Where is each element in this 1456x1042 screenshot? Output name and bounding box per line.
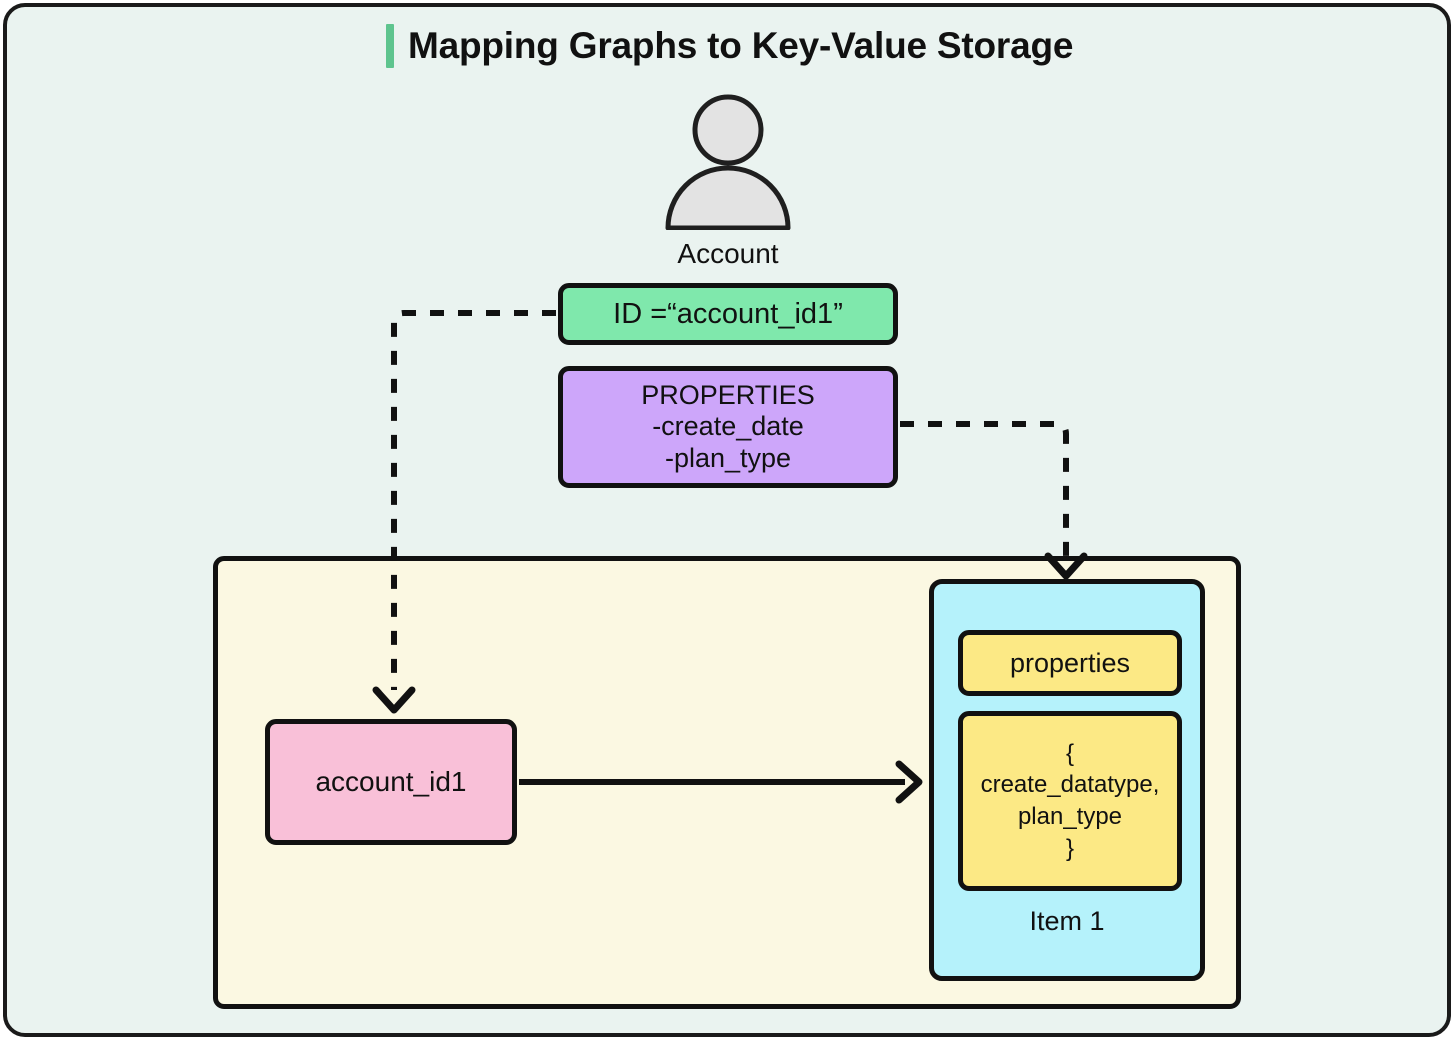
item-value-line-2: plan_type [1017, 803, 1123, 830]
item-label: Item 1 [1029, 906, 1105, 936]
node-id-text: ID =“account_id1” [613, 297, 843, 330]
item-attribute-name-box: properties [958, 630, 1182, 696]
item-attribute-value-box: { create_datatype, plan_type } [958, 711, 1182, 891]
properties-heading: PROPERTIES [641, 379, 815, 410]
item-value-line-0: { [1065, 739, 1074, 767]
properties-item-1: -plan_type [664, 442, 792, 473]
store-key-text: account_id1 [315, 766, 467, 798]
person-icon [660, 92, 796, 230]
properties-item-0: -create_date [652, 411, 804, 442]
store-item-card[interactable]: properties { create_datatype, plan_type … [929, 579, 1205, 981]
entity-label-account: Account [677, 238, 779, 269]
page-title: Mapping Graphs to Key-Value Storage [386, 24, 1073, 68]
item-attribute-name-text: properties [1009, 647, 1131, 678]
item-value-line-3: } [1065, 834, 1074, 862]
node-id-box[interactable]: ID =“account_id1” [558, 283, 898, 345]
page-title-text: Mapping Graphs to Key-Value Storage [408, 25, 1074, 66]
title-accent-bar [386, 24, 394, 68]
node-properties-box[interactable]: PROPERTIES -create_date -plan_type [558, 366, 898, 488]
item-value-line-1: create_datatype, [980, 771, 1160, 799]
store-key-box[interactable]: account_id1 [265, 719, 517, 845]
